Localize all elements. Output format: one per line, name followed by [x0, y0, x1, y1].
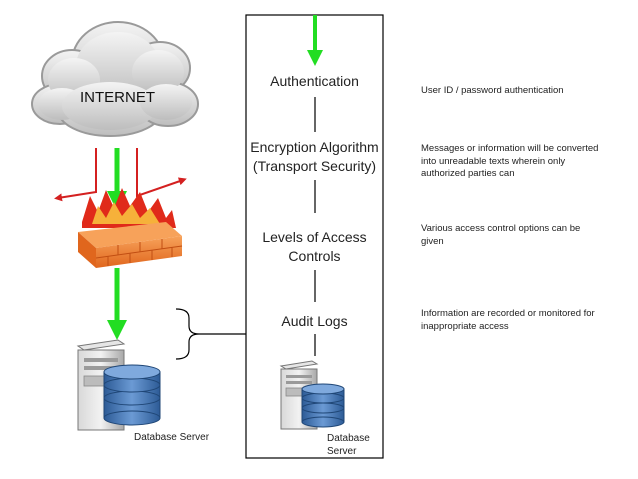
note-authentication: User ID / password authentication [421, 85, 564, 96]
database-server-caption-right: Database Server [327, 433, 370, 457]
database-server-icon [76, 339, 161, 431]
blocked-arrow-right [136, 148, 187, 198]
note-encryption: Messages or information will be converte… [421, 143, 599, 179]
cloud-icon [31, 21, 199, 137]
internet-label: INTERNET [80, 89, 155, 106]
firewall-icon [78, 188, 183, 268]
step-audit-logs: Audit Logs [281, 313, 348, 329]
database-server-icon [279, 360, 345, 430]
blocked-arrow-left [54, 148, 97, 202]
note-access-controls: Various access control options can be gi… [421, 223, 581, 247]
bracket-connector [175, 308, 200, 360]
cloud-to-firewall-arrows [54, 148, 187, 211]
note-audit-logs: Information are recorded or monitored fo… [421, 308, 595, 332]
step-authentication: Authentication [270, 73, 359, 89]
step-encryption: Encryption Algorithm (Transport Security… [250, 139, 379, 174]
database-server-caption-left: Database Server [134, 432, 210, 443]
step-access-controls: Levels of Access Controls [262, 229, 367, 264]
